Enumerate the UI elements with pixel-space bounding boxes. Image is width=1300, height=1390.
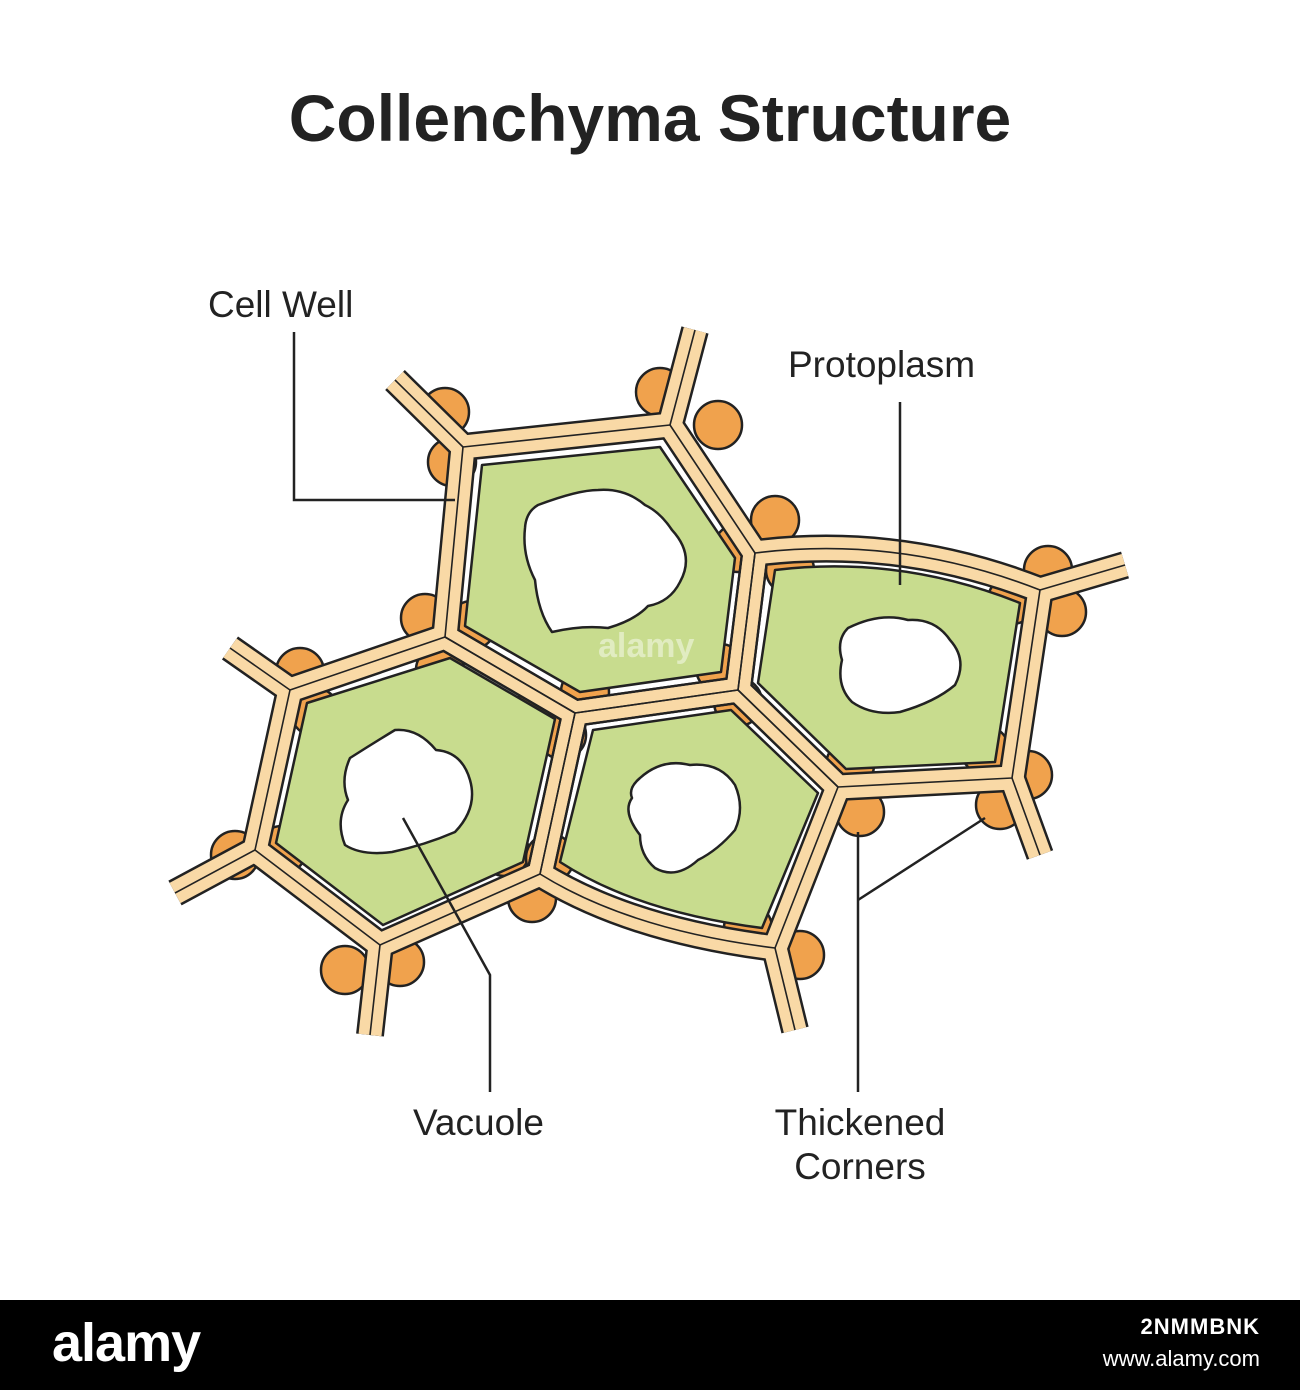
leader-vacuole [401,817,492,1092]
cell-wall-bottom-mid [539,689,839,949]
label-cell-wall: Cell Well [208,284,354,325]
diagram-title: Collenchyma Structure [288,81,1012,155]
vacuole-right [838,616,962,715]
brand-logo: alamy [52,1313,201,1373]
vacuole-bottom [627,761,742,874]
wall-stubs-mid [174,329,1126,1036]
cell-walls [168,326,1129,1037]
image-id-block: 2NMMBNK www.alamy.com [1103,1314,1260,1372]
image-code: 2NMMBNK [1140,1314,1260,1339]
label-thickened-corners-line1: Thickened [774,1102,946,1143]
wall-midline [174,329,1126,1036]
site-url: www.alamy.com [1102,1346,1260,1371]
leader-thickened-corners-2 [857,816,986,902]
label-thickened-corners: Thickened Corners [740,1101,980,1189]
label-protoplasm: Protoplasm [788,344,976,385]
collenchyma-diagram [168,326,1129,1092]
leader-cell-wall [292,332,455,502]
vacuoles [339,488,962,874]
footer-bar: alamy 2NMMBNK www.alamy.com [0,1300,1300,1390]
watermark: alamy [598,627,695,665]
vacuole-left [339,728,474,855]
label-thickened-corners-line2: Corners [794,1146,926,1187]
vacuole-top [523,488,688,634]
leader-lines [292,332,986,1092]
corner-blob [692,399,744,451]
label-vacuole: Vacuole [413,1102,544,1143]
diagram-stage: Collenchyma Structure Cell Well Protopla… [168,81,1129,1189]
